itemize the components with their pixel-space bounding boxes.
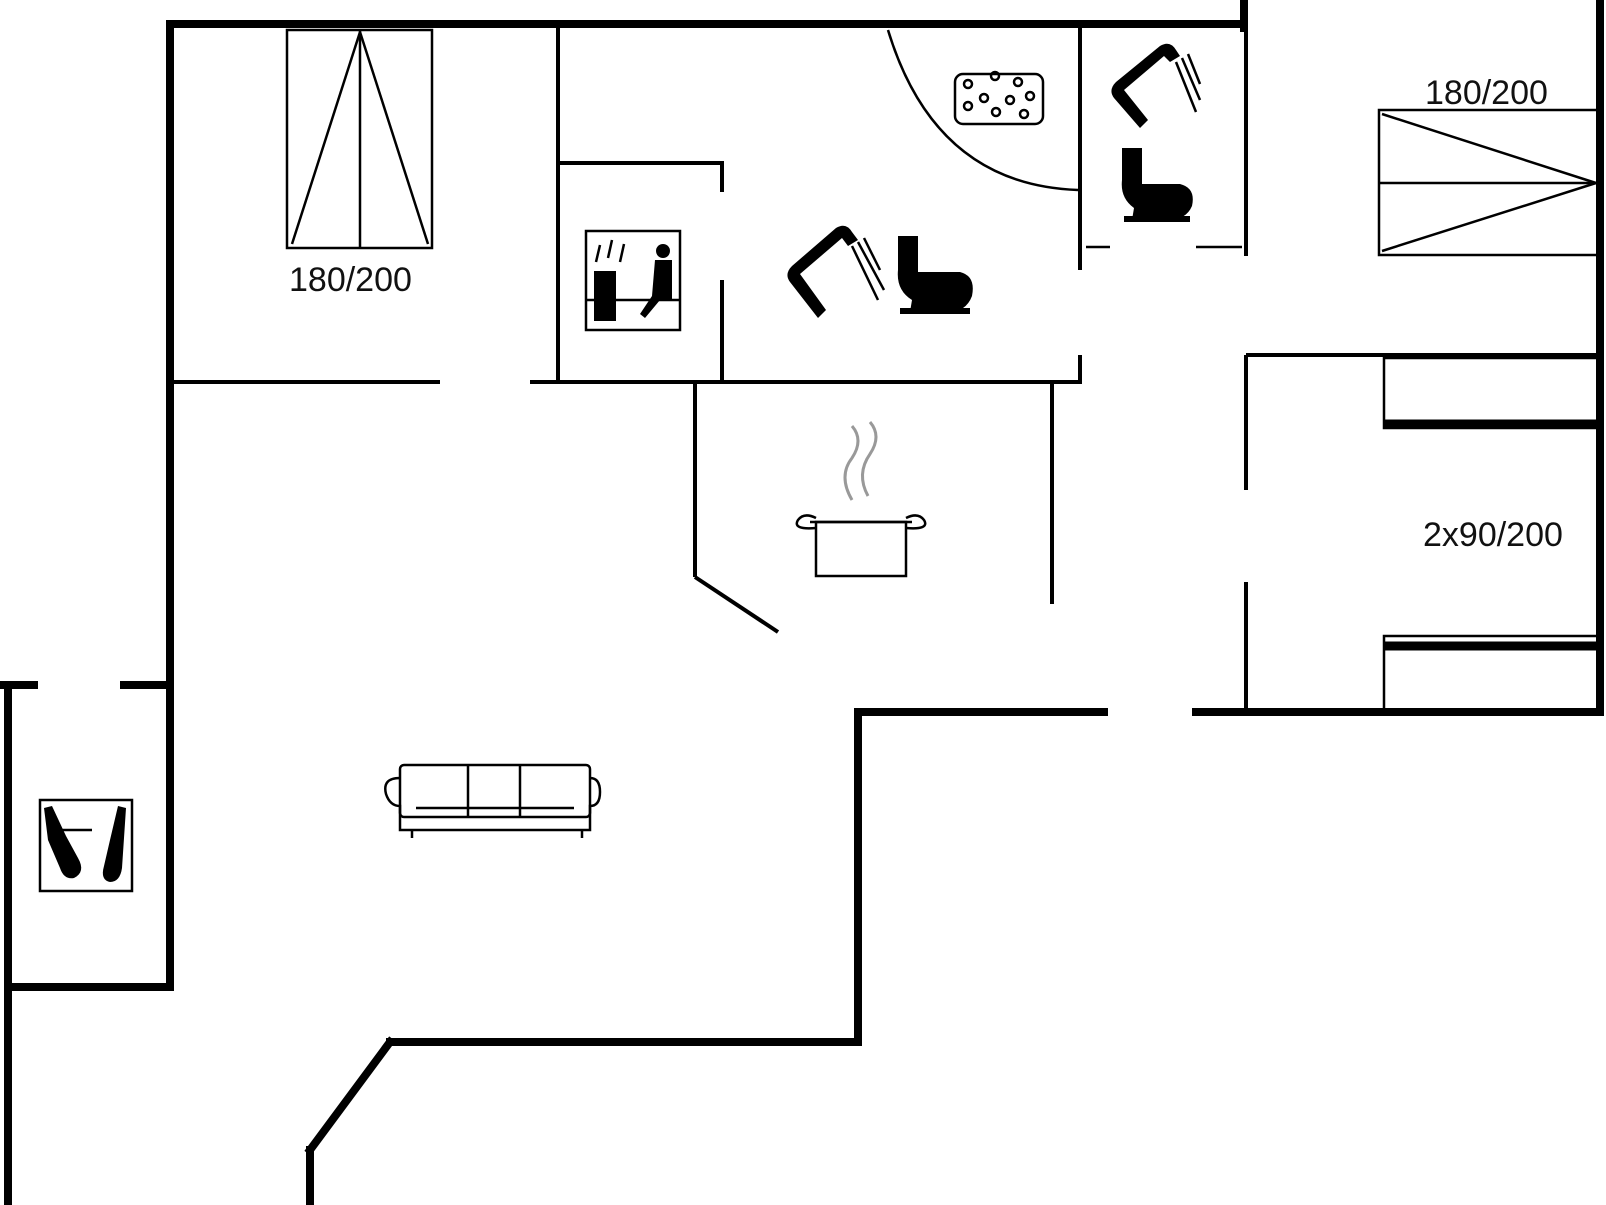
- bed-size-label: 2x90/200: [1423, 516, 1563, 554]
- whirlpool-icon: [953, 70, 1045, 126]
- bed-icon: [285, 28, 434, 250]
- bed-size-label: 180/200: [1425, 74, 1548, 112]
- sofa-icon: [384, 763, 602, 838]
- shower-icon: [1111, 43, 1202, 128]
- sauna-icon: [584, 229, 682, 332]
- toilet-icon: [1121, 148, 1193, 222]
- bed-size-label: 180/200: [289, 261, 412, 299]
- outdoor-shower-icon: [38, 798, 134, 893]
- toilet-icon: [897, 236, 973, 314]
- interior-walls: [170, 28, 1600, 712]
- shower-icon: [787, 225, 886, 318]
- cooking-pot-icon: [795, 421, 927, 578]
- bed-icon: [1377, 108, 1602, 257]
- bed-icon: [1382, 356, 1602, 714]
